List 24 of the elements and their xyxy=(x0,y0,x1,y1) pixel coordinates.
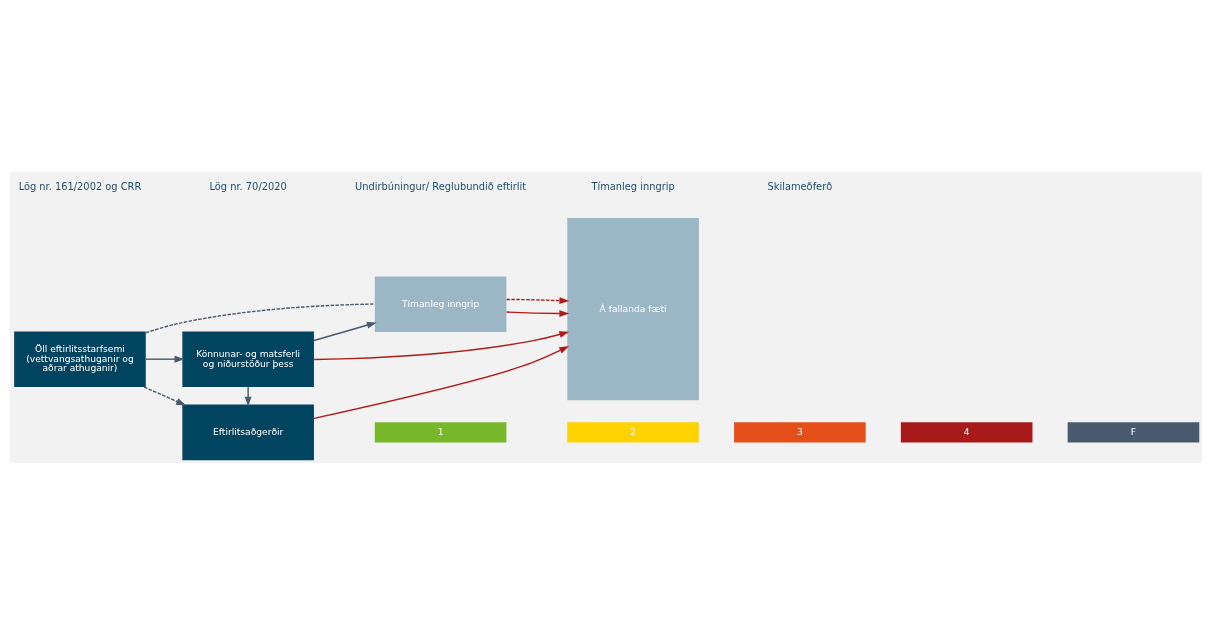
label: Lög nr. 70/2020 xyxy=(209,180,287,192)
node-box: Öll eftirlitsstarfsemi (vettvangsathuganir og aðrar athuganir) xyxy=(14,330,146,387)
arrow xyxy=(145,355,185,363)
node-box: Könnunar- og matsferli og niðurstöður þess xyxy=(182,330,314,387)
node-box: 2 xyxy=(567,421,699,443)
node-box: 4 xyxy=(900,421,1033,443)
arrow xyxy=(313,345,570,419)
label: Undirbúningur/ Reglubundið eftirlit xyxy=(355,180,527,192)
arrow xyxy=(313,330,570,360)
arrow xyxy=(313,321,377,341)
node-box: Á fallanda fæti xyxy=(567,217,699,400)
arrow xyxy=(505,309,570,317)
arrow xyxy=(143,385,187,405)
label: Skilameðferð xyxy=(767,180,833,192)
node-box: Tímanleg inngrip xyxy=(374,276,507,332)
node-box: 3 xyxy=(734,421,866,443)
connector xyxy=(145,302,376,333)
node-box: Eftirlitsaðgerðir xyxy=(182,404,314,460)
label: Lög nr. 161/2002 og CRR xyxy=(18,180,142,192)
node-box: F xyxy=(1067,421,1200,443)
arrow xyxy=(505,296,570,304)
arrow xyxy=(244,385,252,406)
label: Tímanleg inngrip xyxy=(591,180,675,192)
node-box: 1 xyxy=(374,421,507,443)
